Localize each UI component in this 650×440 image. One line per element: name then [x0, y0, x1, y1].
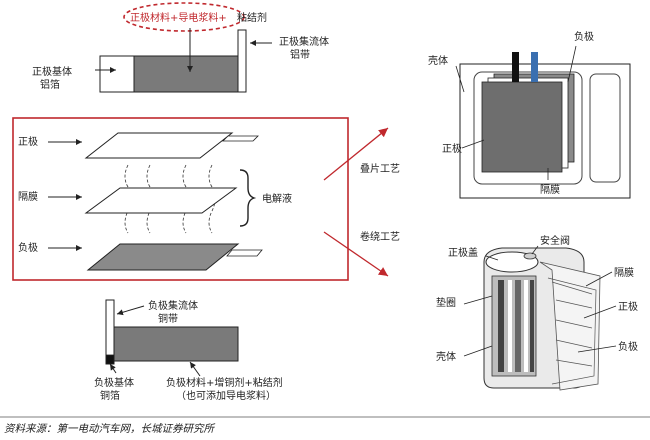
wound-shell-cutaway: [539, 261, 601, 391]
stack-separator-sheet: [84, 187, 238, 214]
winding-arrow: [323, 231, 389, 277]
wound-cathode-label: 正极: [618, 300, 638, 313]
cathode-tab-strip: [237, 29, 247, 93]
layer-stack-frame: 正极 隔膜 电解液 负极: [12, 117, 349, 281]
process-arrows: 叠片工艺 卷绕工艺: [323, 127, 400, 277]
bottom-electrode: 负极集流体 铜带 负极基体 铜箔 负极材料+增铜剂+粘结剂 （也可添加导电浆料）: [94, 299, 283, 402]
electrolyte-label: 电解液: [262, 192, 292, 205]
stack-anode-sheet: [86, 243, 240, 271]
cathode-coating-block: [133, 55, 239, 93]
anode-substrate-base: [105, 354, 115, 365]
anode-coating-block: [113, 326, 239, 362]
red-frame: [12, 117, 349, 281]
wound-safety-valve-label: 安全阀: [540, 234, 570, 247]
wound-cell: 正极盖 安全阀 隔膜 垫圈 正极 壳体 负极: [436, 234, 638, 391]
coating-highlight-ellipse: [123, 2, 245, 32]
anode-tab-strip: [105, 299, 115, 365]
wound-safety-valve: [523, 252, 537, 260]
stacked-cathode-layer: [481, 81, 563, 173]
anode-substrate-label-1: 负极基体: [94, 376, 134, 389]
stacked-cell: 壳体 负极 正极 隔膜: [428, 30, 631, 199]
stacking-arrow: [323, 127, 389, 181]
anode-tab-label-2: 铜带: [158, 313, 178, 325]
wound-cap-label: 正极盖: [448, 246, 478, 259]
stack-anode-tab: [226, 249, 263, 257]
stacked-shell-label: 壳体: [428, 54, 448, 67]
wound-unrolled-layers: [547, 277, 597, 385]
wound-gasket-label: 垫圈: [436, 296, 456, 309]
cathode-lead-tab: [512, 52, 519, 82]
anode-substrate-label-2: 铜箔: [100, 389, 120, 402]
wound-separator-label: 隔膜: [614, 267, 634, 279]
cathode-substrate-foil: [99, 55, 135, 93]
stack-cathode-tab: [222, 135, 259, 142]
stacked-separator-label: 隔膜: [540, 184, 560, 196]
top-electrode: 正极材料+导电浆料+ 粘结剂 正极基体 铝箔 正极集流体 铝带: [32, 2, 329, 93]
binder-label: 粘结剂: [237, 11, 267, 24]
anode-coating-label-1: 负极材料+增铜剂+粘结剂: [166, 376, 283, 389]
cathode-substrate-label-2: 铝箔: [40, 78, 60, 91]
electrolyte-brace: [239, 169, 257, 227]
stacking-process-label: 叠片工艺: [360, 162, 400, 175]
cathode-substrate-label-1: 正极基体: [32, 65, 72, 78]
pouch-side-pocket: [589, 73, 621, 183]
stack-cathode-label: 正极: [18, 135, 38, 148]
stack-anode-label: 负极: [18, 241, 38, 254]
anode-coating-label-2: （也可添加导电浆料）: [176, 389, 276, 402]
anode-tab-label-1: 负极集流体: [148, 299, 198, 312]
stacked-cathode-label: 正极: [442, 142, 462, 155]
stacked-anode-label: 负极: [574, 30, 594, 43]
cathode-tab-label-2: 铝带: [290, 49, 310, 61]
stack-separator-label: 隔膜: [18, 191, 38, 203]
source-text: 资料来源：第一电动汽车网，长城证券研究所: [4, 423, 215, 435]
coating-formula-label: 正极材料+导电浆料+: [130, 11, 227, 24]
wound-anode-label: 负极: [618, 340, 638, 353]
stack-cathode-sheet: [84, 132, 234, 159]
cathode-tab-label-1: 正极集流体: [279, 35, 329, 48]
anode-lead-tab: [531, 52, 538, 82]
wound-jellyroll: [491, 275, 537, 377]
wound-shell-label: 壳体: [436, 350, 456, 363]
winding-process-label: 卷绕工艺: [360, 230, 400, 243]
